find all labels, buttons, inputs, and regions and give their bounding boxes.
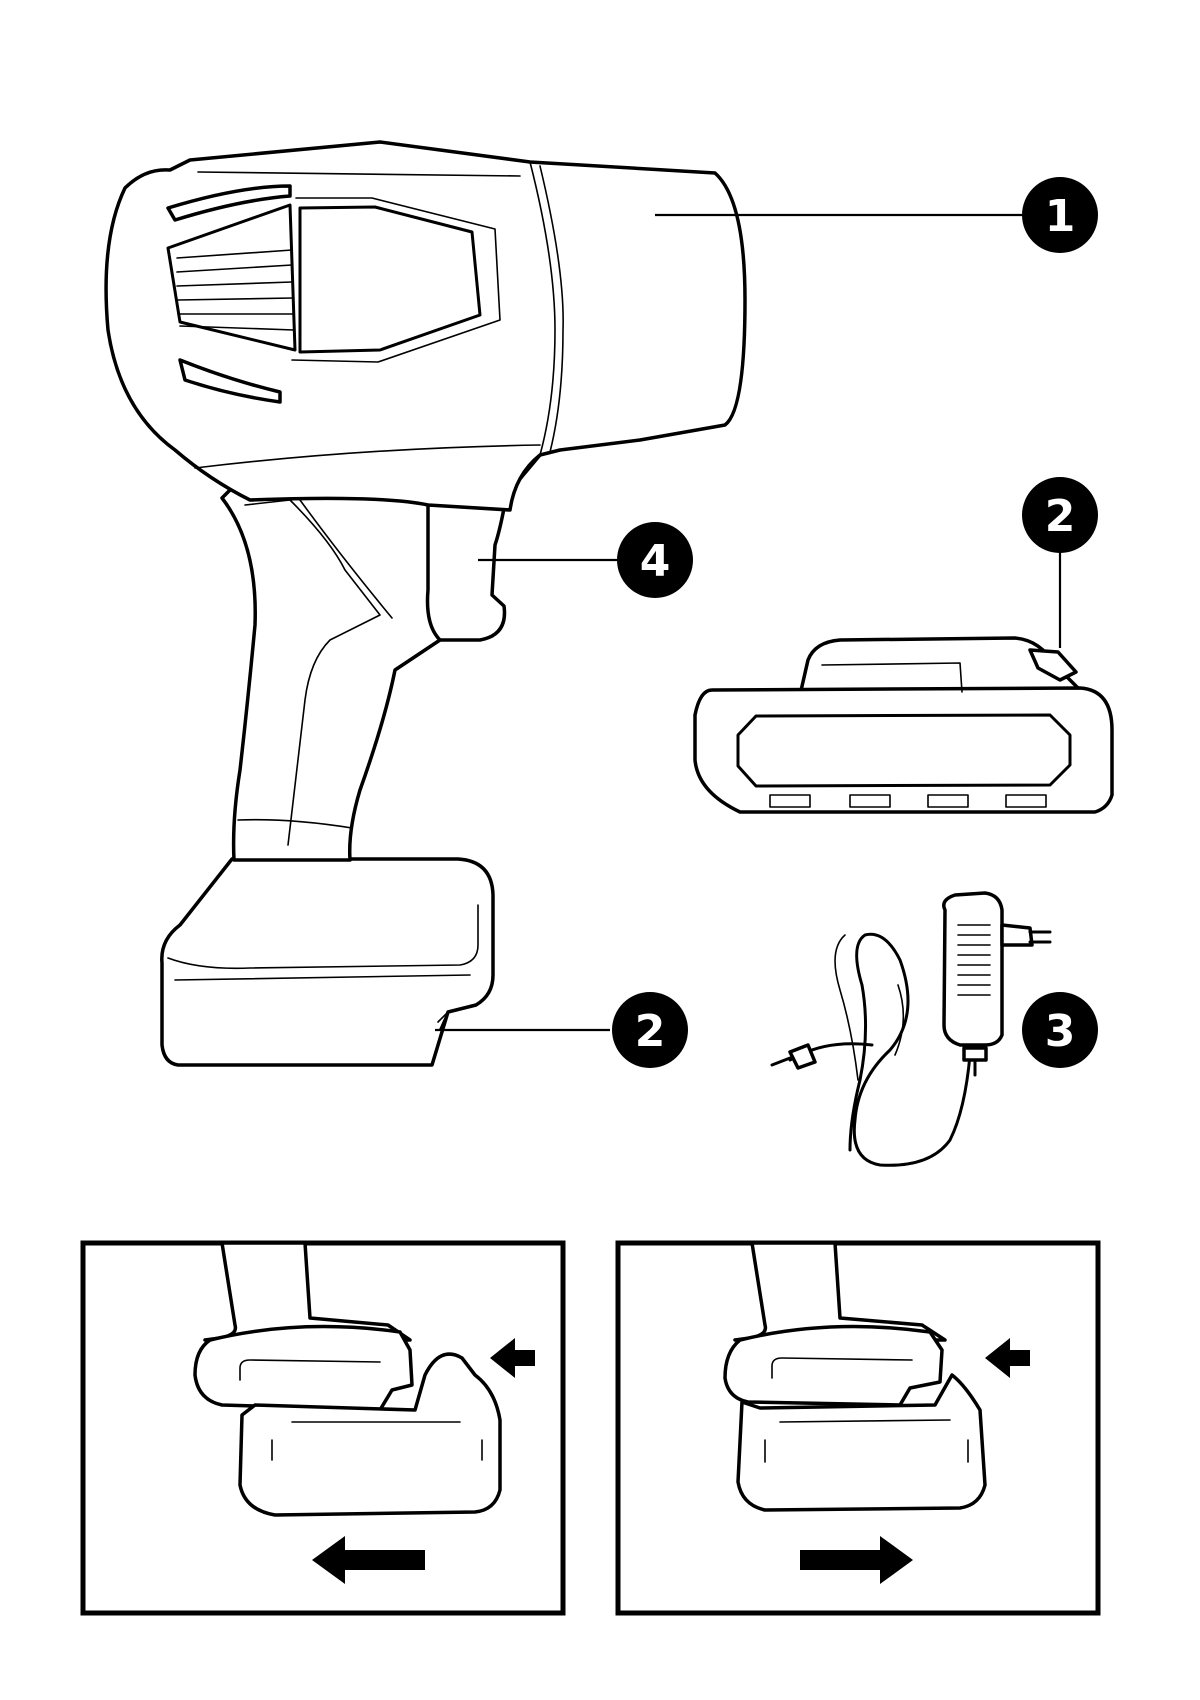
vent-slot [166, 184, 292, 222]
panel-remove-battery [80, 1240, 566, 1616]
vent-slot [178, 358, 282, 404]
vent-grille-lines [176, 249, 295, 331]
callout-badge-3: 3 [1022, 992, 1098, 1068]
tool-window [298, 205, 482, 354]
battery-body [693, 686, 1114, 814]
charger-cable [848, 932, 972, 1167]
push-release-arrow-icon [490, 1338, 535, 1378]
charger-strain-relief [962, 1046, 988, 1062]
tool-trigger [425, 501, 507, 642]
vent-grille [166, 203, 297, 352]
callout-label: 3 [1045, 1006, 1076, 1057]
tool-foot [193, 1324, 414, 1412]
battery-label-plate [736, 713, 1072, 788]
push-release-arrow-icon [985, 1338, 1030, 1378]
battery-sliding [238, 1352, 502, 1517]
tool-illustration [104, 140, 747, 1067]
battery-release-button [1028, 648, 1078, 682]
battery-attached [736, 1373, 987, 1512]
charger-barrel-plug [788, 1043, 817, 1070]
callout-leaders [435, 213, 1062, 1032]
callout-badge-2-battery: 2 [1022, 477, 1098, 553]
charger-vent-lines [957, 924, 991, 996]
charger-adapter-body [942, 891, 1004, 1047]
callout-badge-2-tool: 2 [612, 992, 688, 1068]
slide-left-arrow-icon [312, 1536, 425, 1584]
callout-label: 1 [1045, 191, 1076, 242]
slide-right-arrow-icon [800, 1536, 913, 1584]
callout-badge-1: 1 [1022, 177, 1098, 253]
panel-insert-battery [615, 1240, 1101, 1616]
charger-prongs [1000, 923, 1034, 947]
tool-foot [723, 1324, 944, 1407]
battery-contacts [769, 794, 1047, 808]
callout-badge-4: 4 [617, 522, 693, 598]
callout-label: 2 [1045, 491, 1076, 542]
callout-label: 2 [635, 1006, 666, 1057]
battery-pack-illustration [693, 636, 1114, 814]
tool-main-body [104, 140, 747, 512]
charger-illustration [770, 891, 1052, 1167]
tool-battery-pack [160, 857, 495, 1067]
callout-label: 4 [640, 536, 671, 587]
